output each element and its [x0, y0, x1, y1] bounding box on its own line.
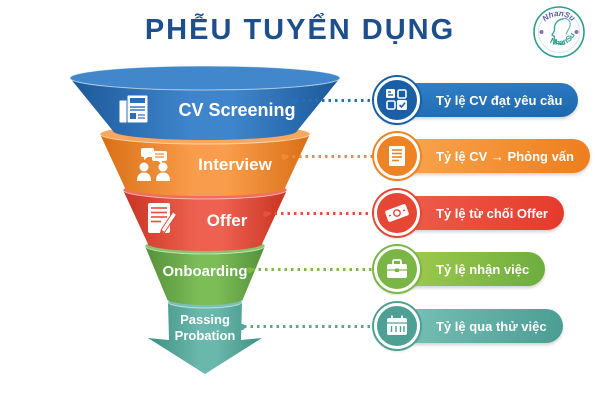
connector-line-offer: [263, 209, 383, 218]
svg-text:NhanSu: NhanSu: [541, 9, 577, 24]
logo-text-top: NhanSu: [541, 9, 577, 24]
metric-label: Tỷ lệ CV → Phỏng vấn: [436, 148, 574, 164]
logo-flower-right: [574, 30, 579, 34]
cv-documents-icon: [118, 94, 149, 124]
metric-pill-offer-decline-rate: Tỷ lệ từ chối Offer: [390, 196, 564, 230]
funnel: Passing Probation Onboarding Offer: [69, 65, 341, 374]
connector-line-passing-probation: [239, 322, 383, 331]
stage-label-passing: Passing: [180, 312, 230, 327]
funnel-stage-cv-screening: CV Screening: [69, 65, 341, 140]
briefcase-icon: [374, 246, 420, 292]
criteria-grid-icon: [374, 77, 420, 123]
stage-label-onboarding: Onboarding: [163, 263, 248, 280]
nhansu-logo: NhanSu NhanSu: [533, 6, 585, 58]
contract-pen-icon: [148, 203, 178, 234]
interview-chat-people-icon: [137, 148, 170, 181]
connector-line-interview: [281, 152, 383, 161]
face-profile-icon: [551, 18, 565, 46]
metric-label: Tỷ lệ nhận việc: [436, 261, 530, 277]
stage-label-probation: Probation: [175, 328, 236, 343]
metric-pill-cv-pass-rate: Tỷ lệ CV đạt yêu cầu: [390, 83, 579, 117]
connector-line-onboarding: [247, 265, 383, 274]
stage-label-cv-screening: CV Screening: [178, 100, 295, 120]
calendar-icon: [374, 303, 420, 349]
connector-line-cv-screening: [291, 96, 383, 105]
logo-flower-left: [539, 30, 544, 34]
metric-label: Tỷ lệ qua thử việc: [436, 318, 547, 334]
money-icon: [374, 190, 420, 236]
metric-label: Tỷ lệ CV đạt yêu cầu: [436, 92, 563, 108]
stage-label-offer: Offer: [207, 211, 248, 230]
funnel-stage-passing-probation: Passing Probation: [148, 295, 262, 374]
stage-label-interview: Interview: [198, 155, 272, 174]
page-title: PHỄU TUYỂN DỤNG: [144, 14, 456, 46]
cv-list-icon: [374, 133, 420, 179]
metric-pill-cv-to-interview-rate: Tỷ lệ CV → Phỏng vấn: [390, 139, 590, 173]
metric-label: Tỷ lệ từ chối Offer: [436, 205, 548, 221]
